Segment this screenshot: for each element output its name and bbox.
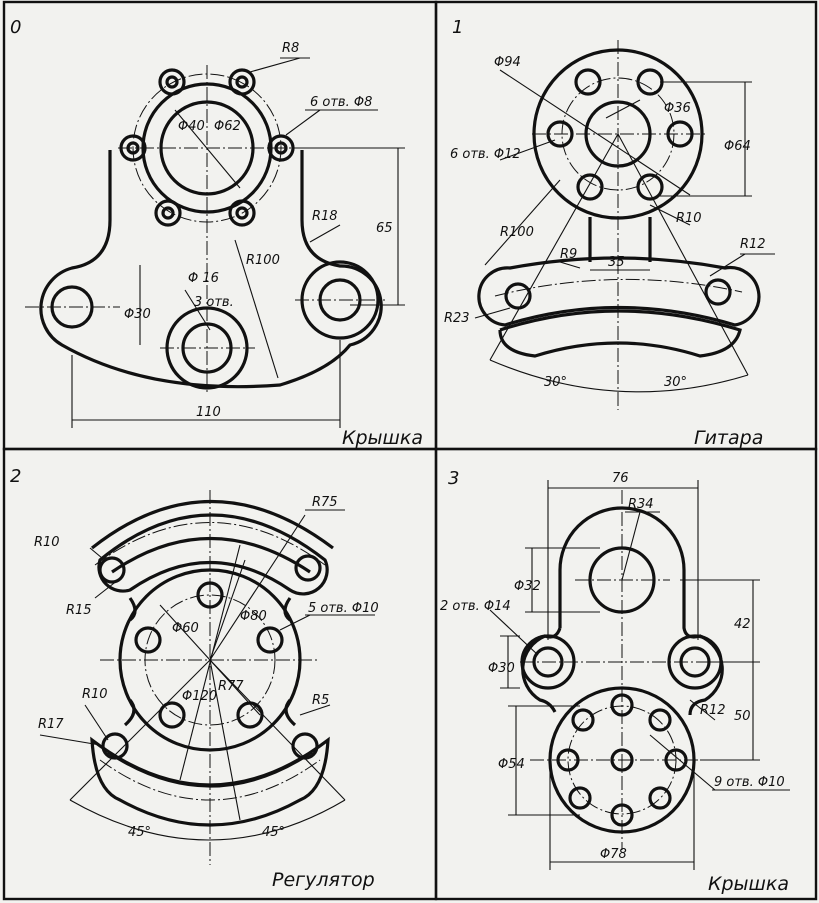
svg-text:R75: R75 (312, 495, 338, 510)
regulator-holes-5x-d10 (134, 581, 284, 729)
svg-text:Φ80: Φ80 (240, 609, 267, 624)
panel-3-krishka: 3 Крышка (440, 468, 790, 895)
centerlines-1 (494, 40, 743, 410)
svg-text:R5: R5 (312, 693, 329, 708)
svg-text:45°: 45° (262, 825, 285, 840)
svg-text:110: 110 (196, 405, 221, 420)
dimensions-0 (71, 57, 405, 428)
svg-text:Φ36: Φ36 (664, 101, 691, 116)
svg-text:30°: 30° (544, 375, 567, 390)
panel-2-number: 2 (10, 466, 21, 487)
panel-0-krishka: 0 Крышка (10, 17, 423, 449)
panel-2-title: Регулятор (272, 869, 375, 891)
svg-text:Φ60: Φ60 (172, 621, 199, 636)
svg-text:R17: R17 (38, 717, 64, 732)
svg-text:Φ30: Φ30 (124, 307, 151, 322)
svg-text:6 отв. Φ8: 6 отв. Φ8 (310, 95, 372, 110)
svg-text:R8: R8 (282, 41, 299, 56)
panel-0-number: 0 (10, 17, 21, 38)
svg-text:Φ62: Φ62 (214, 119, 241, 134)
svg-text:R10: R10 (82, 687, 108, 702)
svg-text:R15: R15 (66, 603, 92, 618)
svg-text:Φ30: Φ30 (488, 661, 515, 676)
panel-1-number: 1 (452, 17, 463, 38)
panel-3-number: 3 (448, 468, 459, 489)
svg-text:R34: R34 (628, 497, 654, 512)
dimensions-1 (474, 69, 775, 393)
labels-2: R75 R10 R15 Φ60 Φ80 5 отв. Φ10 Φ120 R77 … (34, 495, 379, 840)
svg-text:5 отв. Φ10: 5 отв. Φ10 (308, 601, 379, 616)
svg-text:R12: R12 (700, 703, 726, 718)
dimensions-3 (489, 480, 790, 870)
panel-1-title: Гитара (694, 427, 763, 449)
svg-text:R9: R9 (560, 247, 577, 262)
svg-text:R10: R10 (676, 211, 702, 226)
svg-text:R12: R12 (740, 237, 766, 252)
svg-text:Φ54: Φ54 (498, 757, 525, 772)
svg-text:9 отв. Φ10: 9 отв. Φ10 (714, 775, 785, 790)
regulator-upper-arc (97, 513, 329, 596)
labels-0: R8 6 отв. Φ8 Φ40 Φ62 R18 65 Φ 16 3 отв. … (124, 41, 393, 420)
part-0-outline (39, 150, 383, 389)
svg-text:Φ120: Φ120 (182, 689, 217, 704)
svg-text:3 отв.: 3 отв. (194, 295, 234, 310)
svg-text:Φ40: Φ40 (178, 119, 205, 134)
svg-text:45°: 45° (128, 825, 151, 840)
svg-text:R10: R10 (34, 535, 60, 550)
guitar-neck (588, 217, 652, 262)
svg-text:R23: R23 (444, 311, 470, 326)
labels-1: Φ94 Φ36 6 отв. Φ12 Φ64 R100 R10 R9 35 R1… (444, 55, 766, 390)
svg-text:R18: R18 (312, 209, 338, 224)
panel-1-gitara: 1 Гитара (444, 17, 775, 449)
dimensions-2 (39, 509, 375, 841)
guitar-arc-body (477, 256, 761, 327)
centerlines-0 (25, 65, 385, 395)
svg-text:Φ78: Φ78 (600, 847, 627, 862)
svg-text:R100: R100 (500, 225, 534, 240)
svg-text:6 отв. Φ12: 6 отв. Φ12 (450, 147, 521, 162)
svg-text:2 отв. Φ14: 2 отв. Φ14 (440, 599, 511, 614)
svg-text:42: 42 (734, 617, 751, 632)
svg-text:R100: R100 (246, 253, 280, 268)
panel-0-title: Крышка (342, 427, 423, 449)
guitar-holes-6x-d12 (546, 68, 694, 201)
svg-text:Φ94: Φ94 (494, 55, 521, 70)
panel-2-regulyator: 2 Регулятор (10, 466, 379, 891)
svg-text:76: 76 (612, 471, 629, 486)
svg-text:35: 35 (608, 255, 625, 270)
svg-text:Φ 16: Φ 16 (188, 271, 219, 286)
svg-text:65: 65 (376, 221, 393, 236)
svg-text:R77: R77 (218, 679, 244, 694)
panel-3-title: Крышка (708, 873, 789, 895)
svg-text:Φ64: Φ64 (724, 139, 751, 154)
svg-text:50: 50 (734, 709, 751, 724)
labels-3: 76 R34 Φ32 42 2 отв. Φ14 Φ30 R12 50 Φ54 … (440, 471, 785, 862)
svg-text:30°: 30° (664, 375, 687, 390)
svg-text:Φ32: Φ32 (514, 579, 541, 594)
